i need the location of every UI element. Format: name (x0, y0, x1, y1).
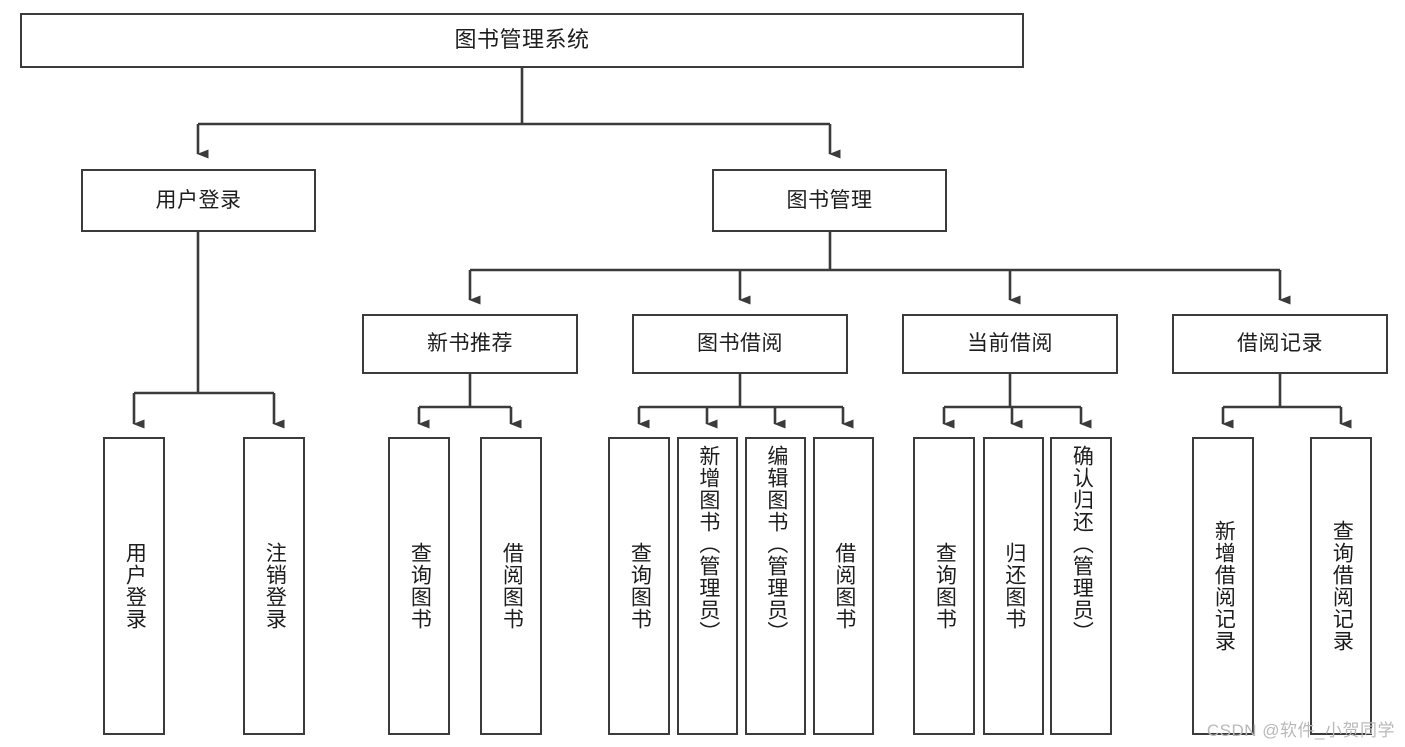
connectors-book-borrow-to-leaves (637, 374, 854, 429)
leaf-query-book-borrow-label: 查询图书 (628, 542, 652, 630)
leaf-add-borrow-record[interactable]: 新增借阅记录 (1192, 437, 1254, 735)
connectors-level2-to-level3 (468, 232, 1291, 305)
leaf-add-borrow-record-label: 新增借阅记录 (1212, 520, 1236, 652)
leaf-add-book[interactable]: 新增图书（管理员） (677, 437, 738, 735)
leaf-user-login[interactable]: 用户登录 (103, 437, 165, 735)
leaf-user-logout-label: 注销登录 (263, 542, 287, 630)
connectors-user-login-to-leaves (132, 232, 285, 429)
leaf-query-book-current-label: 查询图书 (933, 542, 957, 630)
node-user-login-label: 用户登录 (155, 188, 242, 212)
leaf-query-book-borrow[interactable]: 查询图书 (608, 437, 670, 735)
leaf-user-logout[interactable]: 注销登录 (243, 437, 305, 735)
node-borrow-record-label: 借阅记录 (1237, 332, 1323, 356)
node-current-borrow-label: 当前借阅 (967, 332, 1053, 356)
leaf-query-book-recommend-label: 查询图书 (408, 542, 432, 630)
csdn-watermark: CSDN @软件_小贺同学 (1206, 721, 1395, 740)
node-book-manage[interactable]: 图书管理 (712, 169, 947, 232)
leaf-confirm-return[interactable]: 确认归还（管理员） (1050, 437, 1112, 735)
leaf-borrow-book-recommend-label: 借阅图书 (500, 542, 524, 630)
connectors-new-book-to-leaves (417, 374, 522, 429)
node-current-borrow[interactable]: 当前借阅 (902, 314, 1118, 374)
leaf-add-book-label: 新增图书（管理员） (696, 445, 720, 643)
leaf-edit-book[interactable]: 编辑图书（管理员） (745, 437, 806, 735)
node-borrow-record[interactable]: 借阅记录 (1172, 314, 1388, 374)
leaf-return-book-label: 归还图书 (1002, 542, 1026, 630)
connectors-borrow-record-to-leaves (1221, 374, 1352, 429)
leaf-query-book-current[interactable]: 查询图书 (913, 437, 975, 735)
leaf-query-borrow-record-label: 查询借阅记录 (1330, 520, 1354, 652)
leaf-confirm-return-label: 确认归还（管理员） (1070, 445, 1094, 643)
node-new-book-recommend[interactable]: 新书推荐 (362, 314, 578, 374)
leaf-borrow-book-label: 借阅图书 (832, 542, 856, 630)
node-book-borrow-label: 图书借阅 (697, 332, 783, 356)
leaf-borrow-book-recommend[interactable]: 借阅图书 (480, 437, 542, 735)
node-book-manage-label: 图书管理 (786, 188, 873, 212)
leaf-edit-book-label: 编辑图书（管理员） (764, 445, 788, 643)
connectors-current-borrow-to-leaves (942, 374, 1092, 429)
node-book-borrow[interactable]: 图书借阅 (632, 314, 848, 374)
leaf-borrow-book[interactable]: 借阅图书 (813, 437, 874, 735)
leaf-query-book-recommend[interactable]: 查询图书 (388, 437, 450, 735)
connectors-root-to-level2 (196, 68, 841, 159)
node-root-system[interactable]: 图书管理系统 (20, 13, 1024, 68)
node-new-book-recommend-label: 新书推荐 (427, 332, 513, 356)
node-user-login[interactable]: 用户登录 (81, 169, 316, 232)
node-root-label: 图书管理系统 (454, 27, 590, 53)
leaf-user-login-label: 用户登录 (123, 542, 147, 630)
leaf-query-borrow-record[interactable]: 查询借阅记录 (1310, 437, 1372, 735)
leaf-return-book[interactable]: 归还图书 (983, 437, 1044, 735)
